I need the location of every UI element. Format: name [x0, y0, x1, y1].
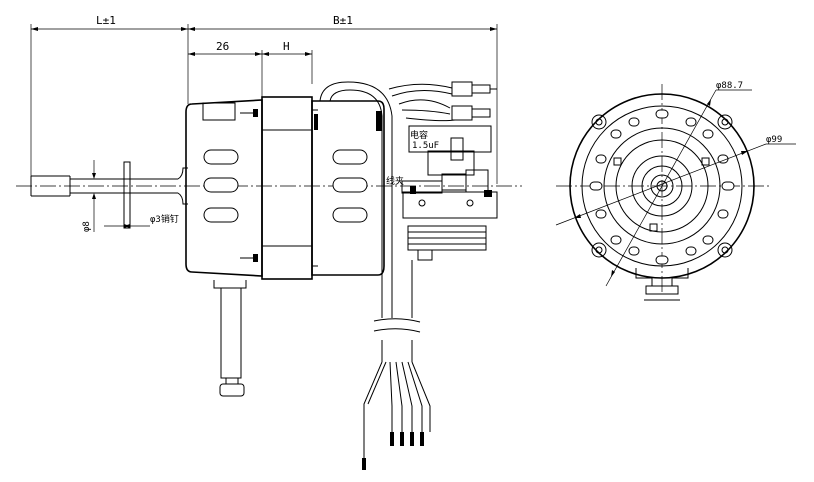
gearbox-assembly [401, 125, 498, 261]
stator-ring [261, 96, 313, 280]
shaft-dims [92, 160, 150, 232]
motor-front-view: φ88.7 φ99 [555, 81, 796, 301]
dim-phi99-label: φ99 [766, 135, 782, 145]
dim-phi887-label: φ88.7 [716, 81, 743, 91]
rear-housing [311, 100, 385, 276]
dimension-lines [30, 24, 498, 184]
front-housing [185, 99, 263, 277]
capacitor-label: 电容 [410, 129, 428, 141]
dim-b-label: B±1 [333, 14, 353, 27]
dim-phi8-label: φ8 [82, 221, 92, 232]
lead-wire-arc [319, 81, 393, 300]
dim-26-label: 26 [216, 40, 229, 53]
dim-phi3-pin-label: φ3销钉 [150, 213, 179, 225]
ring-slots [589, 109, 735, 265]
mounting-ears [591, 114, 733, 258]
cable-bundle [362, 260, 431, 470]
shaft [30, 161, 188, 229]
capacitor-value-label: 1.5uF [412, 141, 439, 151]
motor-side-view: φ8 φ3销钉 [16, 81, 522, 470]
wire-clip-label: 线夹 [386, 175, 404, 187]
diameter-leaders [555, 89, 796, 287]
capacitor-leads [388, 81, 497, 122]
mounting-stub [213, 280, 247, 397]
dim-l-label: L±1 [96, 14, 116, 27]
bottom-tab [635, 268, 689, 301]
dim-h-label: H [283, 40, 290, 53]
